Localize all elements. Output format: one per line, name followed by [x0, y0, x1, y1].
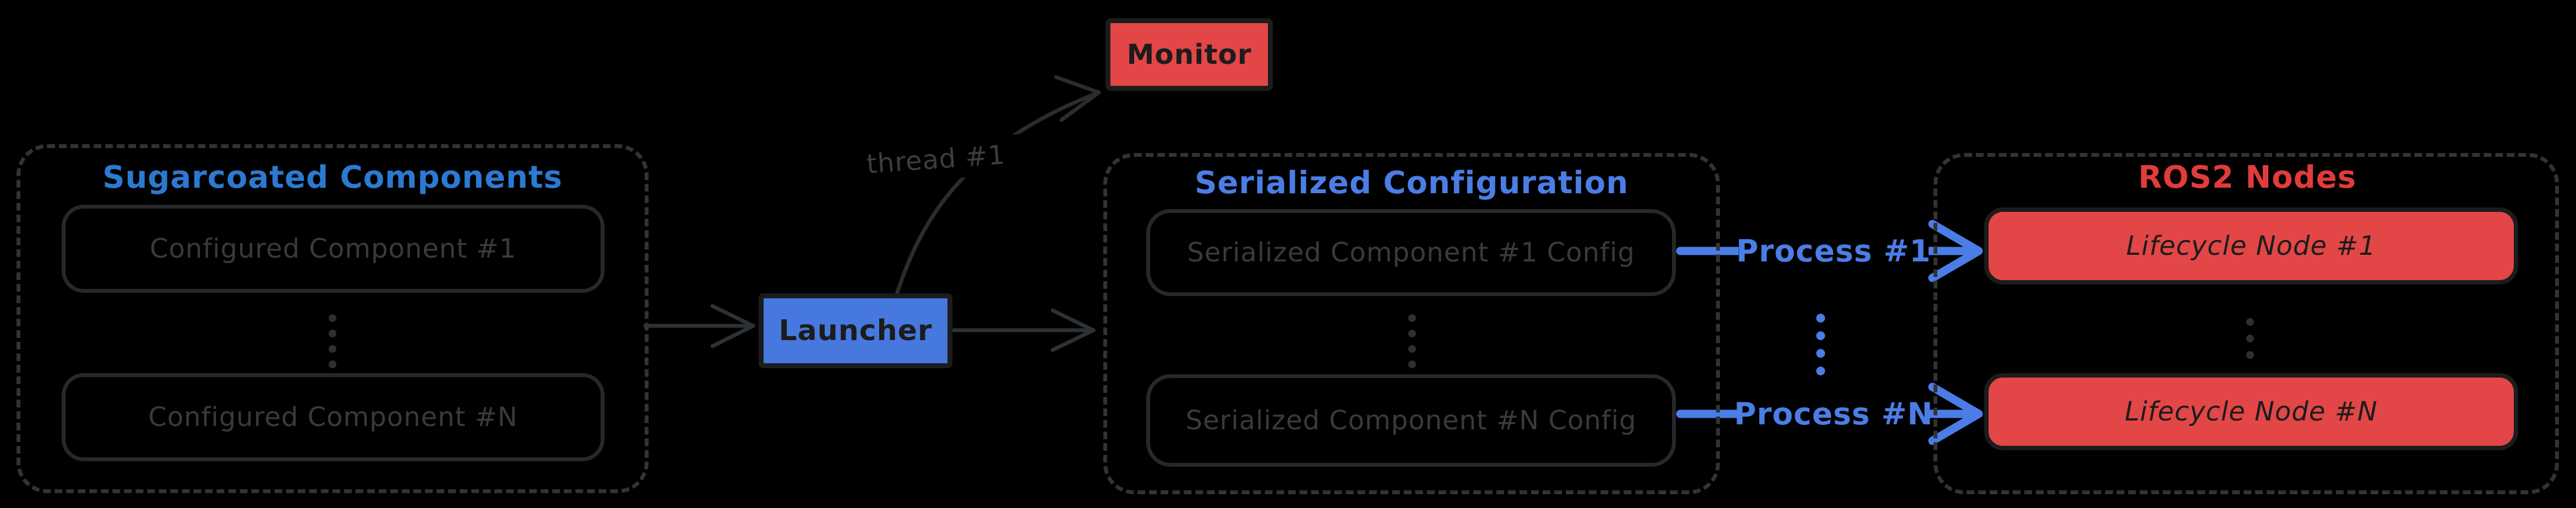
node-monitor: Monitor — [1105, 18, 1273, 91]
node-serialized-component-1-config: Serialized Component #1 Config — [1146, 209, 1676, 296]
node-launcher: Launcher — [759, 293, 952, 368]
group-title-sugarcoated: Sugarcoated Components — [102, 160, 563, 195]
group-title-serialized: Serialized Configuration — [1194, 165, 1629, 201]
group-ros2-nodes — [1934, 153, 2559, 494]
arrow-launcher-to-monitor — [894, 75, 1101, 298]
ellipsis-icon-process — [1816, 314, 1825, 375]
edge-label-process-n: Process #N — [1734, 394, 1932, 434]
edge-label-process-1: Process #1 — [1736, 231, 1931, 271]
arrow-components-to-launcher — [643, 304, 755, 348]
group-serialized-configuration — [1103, 153, 1720, 494]
node-configured-component-n: Configured Component #N — [62, 373, 604, 461]
ellipsis-icon-serialized — [1408, 314, 1416, 368]
group-sugarcoated-components — [17, 144, 649, 493]
node-lifecycle-node-n: Lifecycle Node #N — [1984, 373, 2518, 450]
arrow-process-n — [1676, 383, 1983, 445]
arrow-launcher-to-serialized — [951, 308, 1096, 352]
group-title-ros2: ROS2 Nodes — [2138, 160, 2357, 195]
node-serialized-component-n-config: Serialized Component #N Config — [1146, 374, 1676, 467]
ellipsis-icon-sugarcoated — [329, 314, 336, 368]
node-lifecycle-node-1: Lifecycle Node #1 — [1984, 207, 2518, 285]
ellipsis-icon-ros2 — [2246, 318, 2254, 359]
node-configured-component-1: Configured Component #1 — [62, 205, 604, 293]
